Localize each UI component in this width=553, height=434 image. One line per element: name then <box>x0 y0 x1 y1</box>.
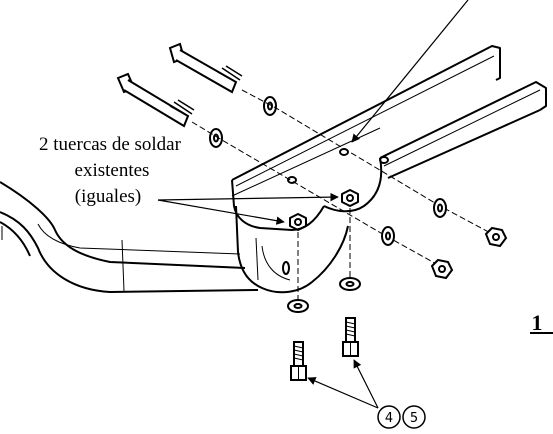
leader-lines <box>157 0 469 409</box>
washer-top-1 <box>263 96 277 116</box>
leader-callout-to-nut-2 <box>157 192 339 202</box>
part-ref-4-label: 4 <box>385 411 393 426</box>
long-bolt-1 <box>168 42 243 94</box>
leader-top-to-hole <box>351 0 469 143</box>
short-bolt-2 <box>342 317 359 357</box>
callout-line-1: 2 tuercas de soldar <box>39 134 182 155</box>
bolt-axis-lines <box>191 89 497 300</box>
part-ref-4: 4 <box>377 405 401 429</box>
washer-top-2 <box>209 128 223 148</box>
callout-line-3: (iguales) <box>75 186 141 207</box>
handle-tube <box>0 181 259 294</box>
hex-nut-right-2 <box>430 258 454 280</box>
leader-ref-to-bolt-1 <box>307 377 379 409</box>
step-number: 1 <box>532 310 543 335</box>
washer-bottom-1 <box>287 299 309 313</box>
part-ref-5-label: 5 <box>410 411 418 426</box>
hex-nut-right-1 <box>484 226 508 248</box>
washer-right-2 <box>381 226 395 246</box>
short-bolt-1 <box>290 341 307 381</box>
callout-line-2: existentes <box>75 160 150 181</box>
washer-right-1 <box>433 198 447 218</box>
long-bolt-2 <box>116 72 195 128</box>
leader-callout-to-nut-1 <box>157 199 285 225</box>
leader-ref-to-bolt-2 <box>353 359 379 409</box>
part-ref-5: 5 <box>402 405 426 429</box>
washer-bottom-2 <box>339 277 361 291</box>
channel-bracket <box>231 45 547 294</box>
